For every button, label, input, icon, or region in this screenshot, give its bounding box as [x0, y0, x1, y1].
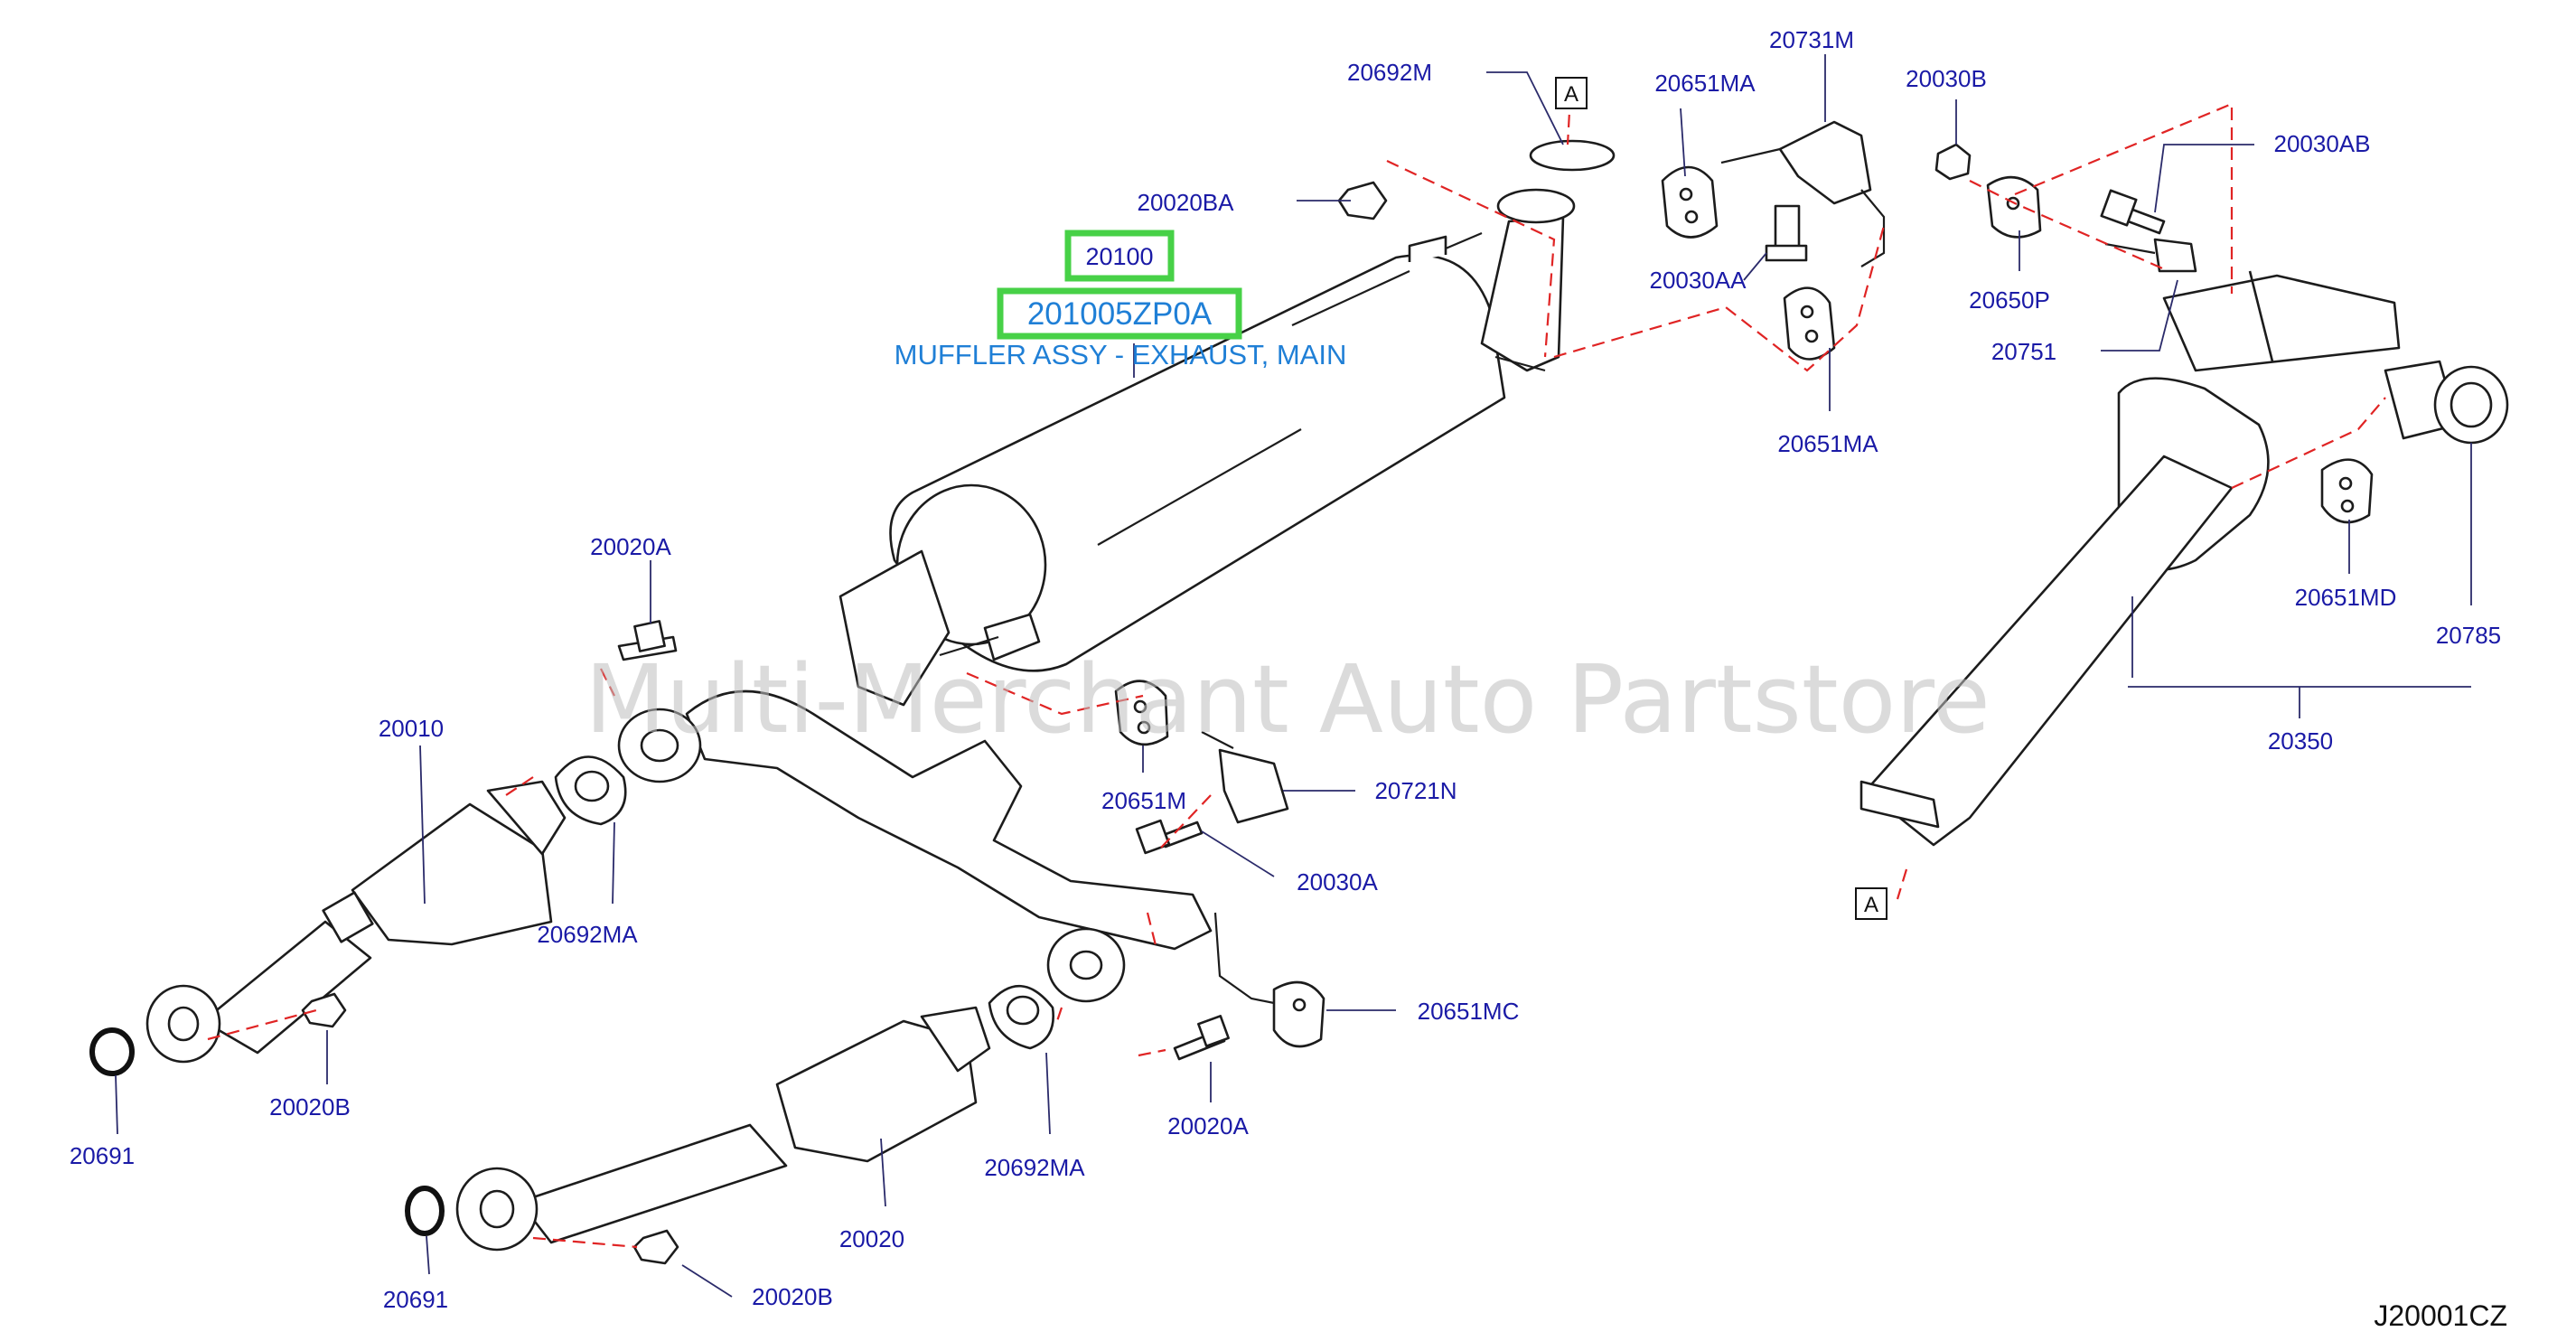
highlighted-part-description: MUFFLER ASSY - EXHAUST, MAIN [895, 339, 1347, 370]
callout-labels: 20692M 20651MA 20731M 20030B 20030AB 200… [70, 26, 2501, 1313]
callout-20020a-lower[interactable]: 20020A [1167, 1112, 1249, 1139]
rubber-mount-20651ma-lower-drawing[interactable] [1783, 286, 1836, 361]
rubber-mount-20650p-drawing[interactable] [1986, 175, 2042, 239]
bolt-20020a-lower-drawing[interactable] [1173, 1015, 1230, 1061]
reference-marker-a-top: A [1555, 77, 1588, 109]
bolt-20020a-upper-drawing[interactable] [617, 620, 678, 661]
callout-20020[interactable]: 20020 [839, 1225, 904, 1252]
hanger-bracket-20731m-drawing[interactable] [1720, 120, 1886, 267]
reference-marker-a-bottom: A [1855, 887, 1888, 920]
bolt-20030a-drawing[interactable] [1135, 819, 1204, 855]
callout-20731m[interactable]: 20731M [1769, 26, 1854, 53]
flange-gasket-upper-drawing[interactable] [554, 755, 627, 826]
o-ring-lower-drawing[interactable] [405, 1186, 445, 1236]
callout-20785[interactable]: 20785 [2436, 622, 2501, 649]
rubber-mount-20651mc-drawing[interactable] [1272, 980, 1325, 1048]
rear-catalytic-converter-drawing[interactable] [455, 1006, 991, 1252]
callout-20692ma-lower[interactable]: 20692MA [984, 1154, 1085, 1181]
callout-20651mc[interactable]: 20651MC [1418, 998, 1520, 1025]
watermark-text: Multi-Merchant Auto Partstore [585, 644, 1990, 755]
callout-20692ma-upper[interactable]: 20692MA [537, 921, 638, 948]
center-y-pipe-drawing[interactable] [617, 549, 1213, 951]
callout-20030b[interactable]: 20030B [1906, 65, 1987, 92]
gasket-20692m-drawing[interactable] [1529, 139, 1616, 172]
callout-20030aa[interactable]: 20030AA [1650, 267, 1747, 294]
o-ring-upper-drawing[interactable] [89, 1027, 135, 1076]
callout-20651md[interactable]: 20651MD [2295, 584, 2397, 611]
svg-text:A: A [1864, 893, 1878, 917]
bolt-20030aa-drawing[interactable] [1765, 204, 1808, 262]
callout-20691-lower[interactable]: 20691 [383, 1286, 448, 1313]
nut-20020b-upper-drawing[interactable] [301, 992, 347, 1028]
callout-20721n[interactable]: 20721N [1374, 777, 1457, 804]
muffler-inlet-neck-drawing[interactable] [1480, 188, 1576, 372]
oem-number-highlight-box [997, 287, 1242, 340]
callout-20691-upper[interactable]: 20691 [70, 1142, 135, 1169]
hanger-bracket-20751-drawing[interactable] [2104, 238, 2197, 273]
nut-20030b-drawing[interactable] [1934, 143, 1972, 181]
flange-gasket-lower-drawing[interactable] [988, 984, 1055, 1050]
callout-20010[interactable]: 20010 [379, 715, 444, 742]
callout-20020a-upper[interactable]: 20020A [590, 533, 671, 560]
nut-20020b-lower-drawing[interactable] [632, 1229, 679, 1265]
tail-pipe-20785-drawing[interactable] [2384, 360, 2509, 445]
rubber-mount-20651ma-upper-drawing[interactable] [1661, 165, 1719, 239]
callout-20650p[interactable]: 20650P [1969, 286, 2050, 314]
highlighted-oem-number[interactable]: 201005ZP0A [1027, 296, 1213, 332]
assembly-dash-lines [207, 94, 2386, 1249]
callout-20030ab[interactable]: 20030AB [2274, 130, 2371, 157]
y-pipe-right-flange-drawing[interactable] [1046, 927, 1126, 1003]
callout-20651ma-bottom[interactable]: 20651MA [1777, 430, 1878, 457]
callout-20020ba[interactable]: 20020BA [1138, 189, 1235, 216]
front-catalytic-converter-drawing[interactable] [145, 780, 567, 1064]
bolt-20030ab-drawing[interactable] [2100, 189, 2166, 235]
leader-lines [115, 54, 2472, 1298]
callout-20030a[interactable]: 20030A [1297, 868, 1378, 896]
callout-20651ma-top[interactable]: 20651MA [1654, 70, 1756, 97]
part-number-highlight-box [1064, 230, 1175, 282]
callout-20020b-lower[interactable]: 20020B [752, 1283, 833, 1310]
highlighted-part-callout[interactable]: 20100 201005ZP0A MUFFLER ASSY - EXHAUST,… [895, 230, 1347, 378]
hanger-rod-20651mc-drawing[interactable] [1213, 912, 1275, 1005]
callout-20350[interactable]: 20350 [2268, 727, 2333, 755]
callout-20651m[interactable]: 20651M [1101, 787, 1186, 814]
diagram-code: J20001CZ [2374, 1299, 2507, 1332]
callout-20692m[interactable]: 20692M [1347, 59, 1432, 86]
rubber-mount-20651m-drawing[interactable] [1114, 680, 1169, 746]
highlighted-part-number[interactable]: 20100 [1085, 243, 1153, 270]
callout-20751[interactable]: 20751 [1991, 338, 2056, 365]
rubber-mount-20651md-drawing[interactable] [2320, 458, 2374, 524]
rear-muffler-drawing[interactable] [1859, 270, 2401, 847]
hanger-bracket-20721n-drawing[interactable] [1201, 731, 1289, 824]
svg-text:A: A [1564, 82, 1578, 107]
callout-20020b-upper[interactable]: 20020B [269, 1093, 351, 1121]
